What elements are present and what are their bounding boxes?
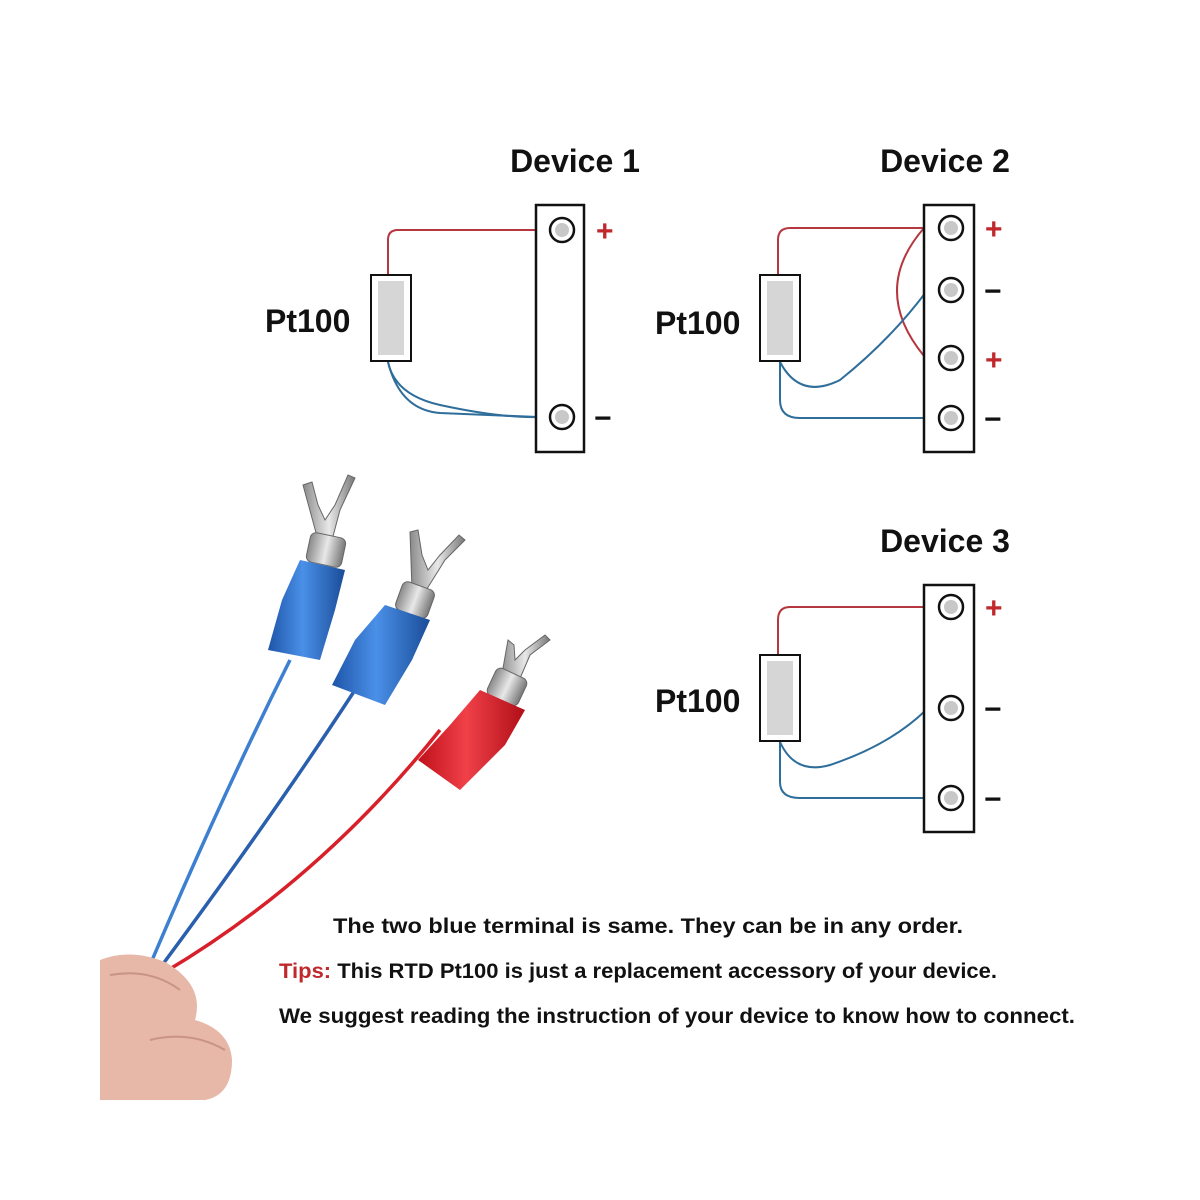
screw-terminal xyxy=(548,216,576,244)
plus-sign: + xyxy=(985,213,1003,246)
red-lead-wire xyxy=(164,728,442,974)
device-1-title: Device 1 xyxy=(510,143,640,179)
red-jumper-wire xyxy=(896,227,925,357)
screw-terminal xyxy=(937,344,965,372)
blue-wire xyxy=(779,362,926,419)
device-2-pt100-label: Pt100 xyxy=(655,305,740,341)
screw-terminal xyxy=(937,593,965,621)
device-3-diagram: Device 3 Pt100 + − − xyxy=(655,523,1010,834)
device-3-pt100-label: Pt100 xyxy=(655,683,740,719)
note-line-1: The two blue terminal is same. They can … xyxy=(333,915,963,938)
screw-terminal xyxy=(548,403,576,431)
red-wire xyxy=(387,229,538,275)
plus-sign: + xyxy=(985,592,1003,625)
blue-lead-wire xyxy=(158,689,357,970)
device-1-diagram: Device 1 Pt100 + − xyxy=(265,143,640,454)
device-1-pt100-label: Pt100 xyxy=(265,303,350,339)
note-line-2-text: This RTD Pt100 is just a replacement acc… xyxy=(331,960,997,983)
blue-wire xyxy=(779,291,927,388)
plus-sign: + xyxy=(596,215,614,248)
blue-wire xyxy=(779,742,926,799)
screw-terminal xyxy=(937,694,965,722)
device-3-title: Device 3 xyxy=(880,523,1010,559)
pt100-resistor-body xyxy=(767,281,793,355)
red-wire xyxy=(777,606,926,655)
blue-spade-terminal xyxy=(268,474,356,660)
red-spade-terminal xyxy=(418,634,551,790)
minus-sign: − xyxy=(984,403,1002,436)
tips-label: Tips: xyxy=(279,960,331,983)
pt100-resistor-body xyxy=(767,661,793,735)
blue-wire xyxy=(779,709,927,769)
device-2-diagram: Device 2 Pt100 + − + − xyxy=(655,143,1010,454)
minus-sign: − xyxy=(594,402,612,435)
note-line-3: We suggest reading the instruction of yo… xyxy=(279,1005,1075,1028)
plus-sign: + xyxy=(985,344,1003,377)
pt100-resistor-body xyxy=(378,281,404,355)
note-line-2: Tips: This RTD Pt100 is just a replaceme… xyxy=(279,960,997,983)
fingers xyxy=(100,954,232,1100)
red-wire xyxy=(777,227,926,275)
screw-terminal xyxy=(937,214,965,242)
minus-sign: − xyxy=(984,783,1002,816)
blue-lead-wire xyxy=(148,659,292,966)
minus-sign: − xyxy=(984,693,1002,726)
screw-terminal xyxy=(937,276,965,304)
blue-spade-terminal xyxy=(332,529,466,705)
notes: The two blue terminal is same. They can … xyxy=(279,915,1075,1028)
minus-sign: − xyxy=(984,275,1002,308)
sensor-leads-photo xyxy=(100,474,551,1100)
device-2-title: Device 2 xyxy=(880,143,1010,179)
blue-wire xyxy=(387,361,539,419)
screw-terminal xyxy=(937,784,965,812)
screw-terminal xyxy=(937,404,965,432)
